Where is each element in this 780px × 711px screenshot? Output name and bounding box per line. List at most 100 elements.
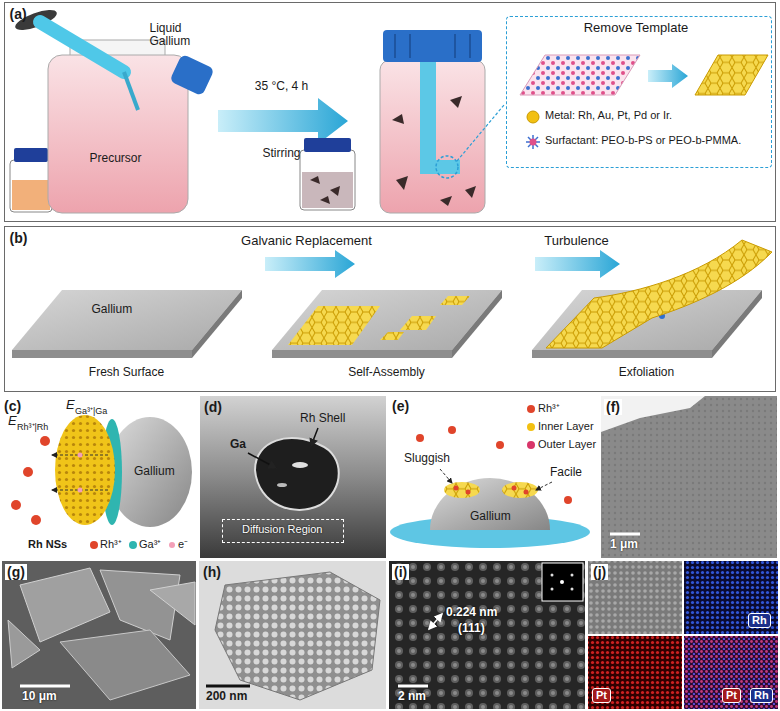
panel-a-art [469,34,471,58]
panel-a-art [380,60,485,213]
panel-e-art [527,423,535,431]
panel-a-art [409,34,411,58]
panel-d-photo [311,428,318,446]
annotation: Sluggish [404,452,450,466]
panel-c-art [40,436,50,446]
legend-text: Rh³⁺ [100,538,122,551]
panel-f-sem [601,396,777,558]
panel-g-sem [2,561,196,709]
spacing-label: 0.224 nm [446,606,497,620]
panel-e-art [444,482,480,498]
panel-a-art [10,160,52,212]
panel-a-art [454,34,456,58]
stage-label: Self-Assembly [307,366,467,380]
panel-label: (a) [10,6,27,22]
panel-a-art [436,156,458,178]
panel-b-art [440,296,470,305]
panel-c-art [78,453,83,458]
panel-e-art [564,496,572,504]
panel-e-art [524,490,529,495]
panel-a-art [218,98,348,144]
panel-a-art [648,64,688,88]
panel-d-photo [255,438,339,510]
panel-a-art [169,54,214,96]
scale-label: 2 nm [398,690,426,704]
panel-a-art [530,139,537,146]
box-title: Remove Template [505,21,767,36]
annotation: Facile [550,466,582,480]
legend-text: Ga³⁺ [139,538,161,551]
panel-e-art [527,441,535,449]
panel-a-art [124,72,138,110]
tem-panel: (h)200 nm [199,561,386,709]
panel-b-art [12,290,242,350]
panel-i-hrtem [571,588,574,591]
panel-i-hrtem [542,563,583,601]
panel-a-art [12,180,50,210]
panel-h-tem [199,561,386,709]
potential-subscript: Ga³⁺|Ga [75,406,107,416]
panel-g-sem [8,620,40,668]
material-label: Gallium [134,465,175,479]
panel-a-art [520,55,640,95]
panel-j-mapping [684,561,778,634]
panel-i-hrtem [551,588,554,591]
panel-label: (f) [604,399,622,415]
panel-a-art [527,111,539,123]
panel-e-art [502,482,538,498]
panel-b-art [192,290,242,358]
panel-g-sem [20,685,70,688]
panel-d-photo [292,462,308,468]
panel-a-art [450,96,462,108]
panel-a-art [465,186,476,198]
stage-label: Exfoliation [567,366,727,380]
panel-j-mapping [588,636,682,709]
element-tag: Pt [592,688,611,703]
panel-e-art [448,426,456,434]
panel-d-photo [200,396,386,558]
panel-c-art [129,541,137,549]
callout-box: Remove TemplateMetal: Rh, Au, Pt, Pd or … [506,16,772,168]
panel-d-photo [200,396,386,558]
panel-b-art [12,240,772,358]
liquid-label: Precursor [90,152,142,166]
mapping-panel: (j)RhPtPtRh [588,561,778,709]
panel-a-art [40,22,124,72]
legend-text: Inner Layer [538,420,594,433]
step-label: Galvanic Replacement [197,234,417,249]
material-label: Gallium [92,303,133,317]
panel-c-art [31,515,41,525]
panel-h-tem [215,572,380,700]
panel-i-hrtem [389,561,585,709]
panel-c-art [90,541,98,549]
element-tag: Rh [748,613,771,628]
panel-a-art [383,30,482,62]
panel-c-art [11,500,21,510]
panel-a-art [440,196,452,206]
panel-a-art [300,150,355,210]
map-tile: Rh [684,561,778,634]
condition-label: 35 °C, 4 h [232,80,332,94]
panel-label: (j) [591,564,608,580]
panel-c-art [11,415,192,549]
panel-i-hrtem [571,574,574,577]
element-tag: Rh [750,688,773,703]
legend-text: e⁻ [178,538,188,551]
panel-i-hrtem [389,561,585,709]
plane-label: (111) [458,622,485,636]
panel-d-photo [277,483,287,487]
legend-text: Surfactant: PEO-b-PS or PEO-b-PMMA. [545,134,741,147]
panel-a-art [330,186,340,196]
annotation: Rh Shell [300,412,345,426]
panel-c-art [169,542,175,548]
panel-j-mapping [588,561,778,709]
panel-i-hrtem [560,580,564,584]
panel-j-mapping [684,636,778,709]
panel-e-art [512,486,517,491]
hrtem-panel: (i)0.224 nm(111)2 nm [389,561,585,709]
panel-b-art [380,332,404,340]
panel-a-art [310,176,320,184]
panel-a-art [695,55,768,95]
panel-label: (b) [10,230,28,246]
